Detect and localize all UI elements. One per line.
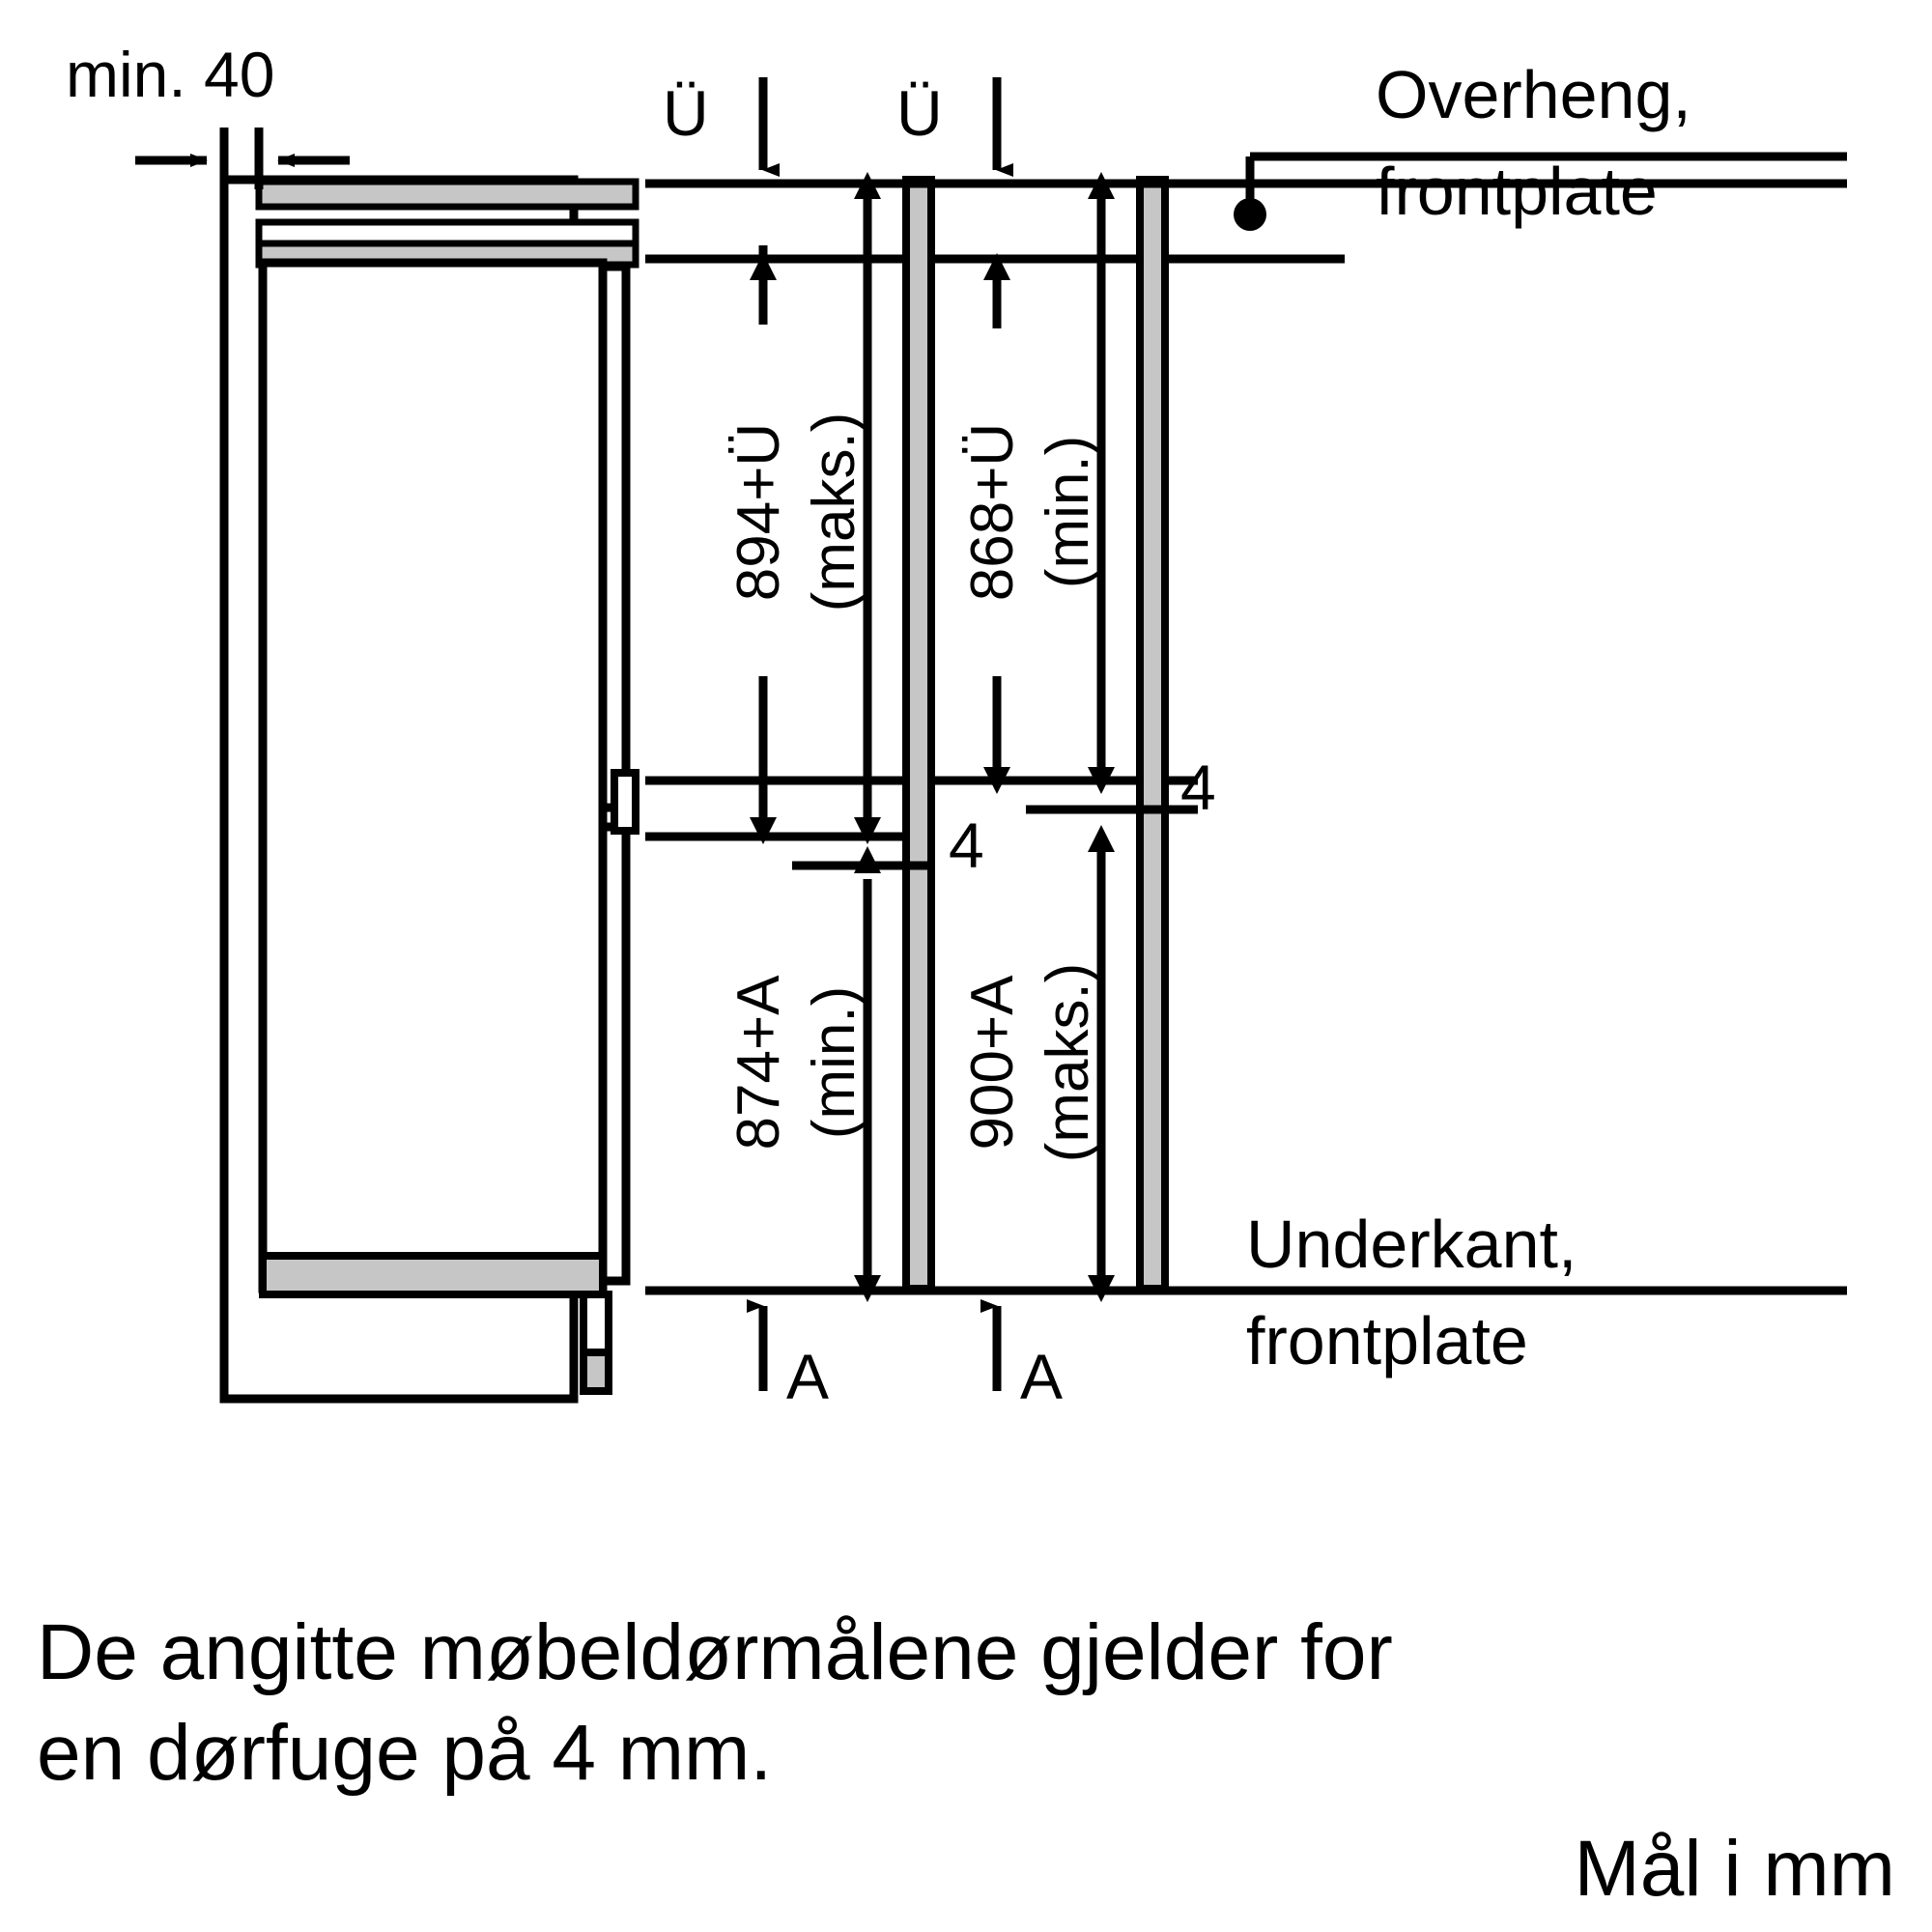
dim-label-874-value: 874+A [725,975,792,1151]
door-leaf-upper [598,262,631,812]
dim-label-900-value: 900+A [959,975,1026,1151]
caption-line-2: en dørfuge på 4 mm. [37,1709,772,1797]
dim-874-head-bottom [854,1275,881,1302]
overhang-label-line2: frontplate [1376,154,1658,229]
dim-label-868-value: 868+Ü [959,423,1026,601]
gap-label-right: 4 [1180,752,1216,823]
inner-liner [258,258,608,1293]
u-overhang-arrows [758,77,1013,177]
dim-868-head-bottom [1088,767,1115,794]
dim-arrow-874 [854,846,881,1302]
dim-874-head-top [854,846,881,873]
dim-arrow-u-right-inner [983,253,1010,328]
dim-arrow-894 [854,172,881,844]
units-note: Mål i mm [1574,1825,1895,1913]
dim-u-right-inner-head [983,253,1010,280]
foot-bracket-lower [580,1349,612,1395]
gap-label-left: 4 [949,810,984,881]
dim-arrow-u-left-inner [750,245,777,325]
dim-868-head-top [1088,172,1115,199]
dim-arrow-4-right [983,676,1010,794]
bottom-edge-label-line2: frontplate [1246,1303,1528,1378]
dim-arrow-900 [1088,825,1115,1302]
foot-bracket-upper [580,1291,612,1356]
overhang-leader [1234,152,1847,231]
base-plinth [259,1252,607,1298]
dim-900-head-top [1088,825,1115,852]
dim-4-right-head [983,767,1010,794]
a-label-right: A [1020,1341,1063,1412]
dim-label-894-value: 894+Ü [725,423,792,601]
dim-label-868-qualifier: (min.) [1035,436,1101,588]
dim-label-874-qualifier: (min.) [801,986,867,1139]
dim-900-head-bottom [1088,1275,1115,1302]
a-base-arrows [747,1299,1002,1391]
dim-u-left-inner-head [750,253,777,280]
overhang-label-line1: Overheng, [1376,57,1691,132]
dim-label-900-qualifier: (maks.) [1035,963,1101,1163]
min-gap-label: min. 40 [66,39,274,110]
bottom-edge-label-line1: Underkant, [1246,1207,1577,1282]
overhang-leader-dot [1234,198,1266,231]
dim-894-head-top [854,172,881,199]
hinge-notch-middle [611,769,639,835]
dim-arrow-4-left [750,676,777,844]
dim-arrow-868 [1088,172,1115,794]
door-panel-right [1136,176,1169,1293]
door-leaf-lower [598,822,631,1286]
u-label-right: Ü [896,77,943,149]
dim-894-head-bottom [854,817,881,844]
u-label-left: Ü [663,77,709,149]
caption-line-1: De angitte møbeldørmålene gjelder for [37,1608,1393,1696]
min-gap-dimension [135,128,350,189]
a-label-left: A [786,1341,829,1412]
dim-label-894-qualifier: (maks.) [801,412,867,612]
dim-4-left-head [750,817,777,844]
appliance-cross-section [219,175,639,1404]
door-panel-left [902,176,935,1293]
top-plate-band [255,178,639,211]
